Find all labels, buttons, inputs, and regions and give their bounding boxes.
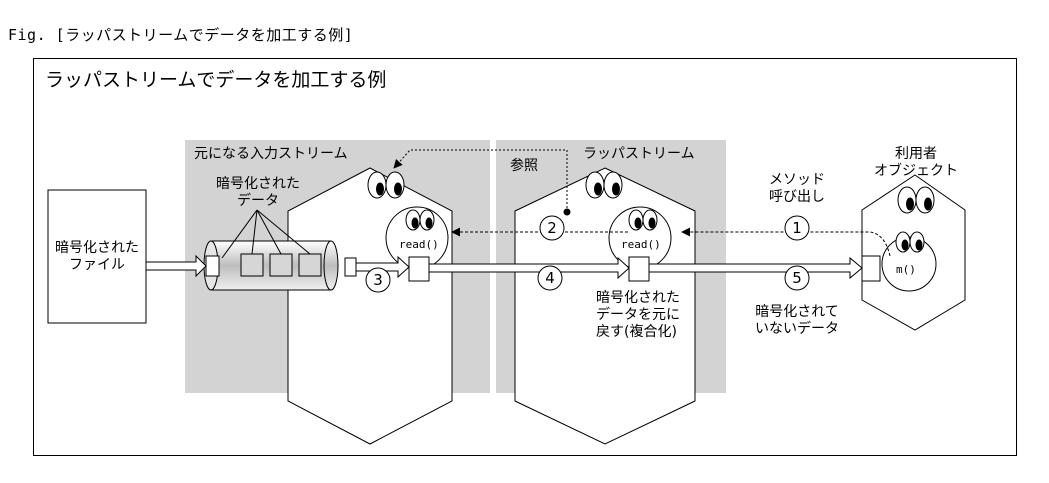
figure-caption: Fig. [ラッパストリームでデータを加工する例]: [8, 26, 354, 44]
user-m-eyes-icon: [895, 231, 925, 253]
wrapper-read-eyes-icon: [628, 209, 658, 231]
wrapper-read-method-label: read(): [621, 238, 661, 251]
method-call-label: メソッド呼び出し: [769, 172, 825, 205]
user-m-method-label: m(): [896, 263, 916, 276]
decryption-note: 暗号化されたデータを元に戻す(複合化): [596, 290, 680, 340]
step-1-number: 1: [792, 219, 802, 237]
encrypted-data-cylinder: [203, 240, 339, 291]
encrypted-file-box: [47, 189, 147, 324]
input-read-eyes-icon: [405, 209, 435, 231]
step-1-marker: [784, 215, 810, 241]
user-object-label: 利用者オブジェクト: [874, 146, 958, 179]
reference-line: [393, 149, 568, 212]
wrapper-stream-label: ラッパストリーム: [583, 146, 695, 162]
step-4-marker: [537, 265, 563, 291]
user-object-eyes-icon: [897, 186, 935, 214]
step-2-number: 2: [547, 219, 557, 237]
call-arrow-1: [681, 227, 891, 257]
input-stream-label: 元になる入力ストリーム: [194, 146, 348, 162]
data-pointer-lines: [221, 209, 311, 259]
wrapper-stream-eyes-icon: [585, 171, 623, 199]
diagram-title: ラッパストリームでデータを加工する例: [45, 69, 387, 91]
step-2-marker: [539, 215, 565, 241]
step-3-number: 3: [373, 271, 383, 289]
reference-label: 参照: [510, 158, 538, 174]
step-5-number: 5: [792, 269, 802, 287]
encrypted-data-label: 暗号化されたデータ: [216, 176, 300, 209]
encrypted-file-label: 暗号化されたファイル: [55, 240, 139, 273]
input-read-method-label: read(): [399, 238, 439, 251]
input-stream-eyes-icon: [367, 171, 405, 199]
step-4-number: 4: [545, 269, 555, 287]
data-flow-arrows: [145, 254, 863, 280]
step-5-marker: [784, 265, 810, 291]
decrypted-data-label: 暗号化されていないデータ: [755, 304, 839, 337]
step-3-marker: [365, 267, 391, 293]
diagram-frame: [33, 58, 1017, 456]
